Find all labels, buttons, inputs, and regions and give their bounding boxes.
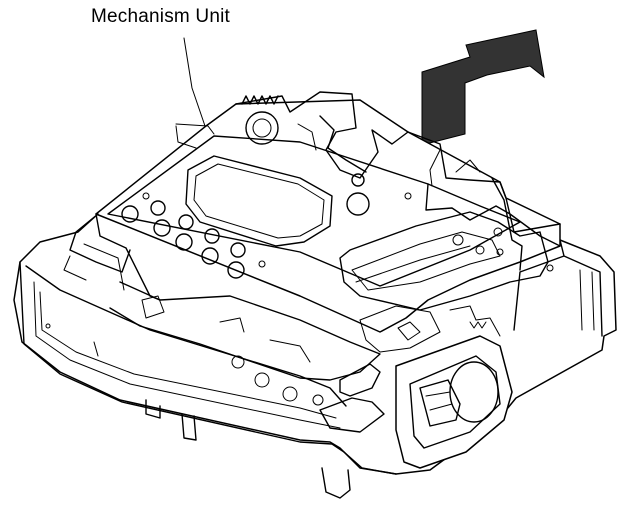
bottom-tabs (145, 399, 351, 499)
tension-spring (241, 95, 279, 105)
mechanism-unit-deck (95, 99, 561, 333)
gear-train (319, 363, 385, 433)
tray-right-wall (513, 239, 603, 337)
lower-linkage-plate (109, 281, 381, 381)
indicator-led (45, 323, 51, 329)
deck-holes (121, 173, 554, 279)
callout-leader-line (183, 37, 206, 127)
deck-oval-opening (185, 155, 333, 247)
removal-direction-arrow-icon (421, 29, 545, 146)
top-roller (245, 111, 279, 145)
callout-label-mechanism-unit: Mechanism Unit (91, 6, 231, 27)
eject-knob-housing (395, 335, 513, 469)
